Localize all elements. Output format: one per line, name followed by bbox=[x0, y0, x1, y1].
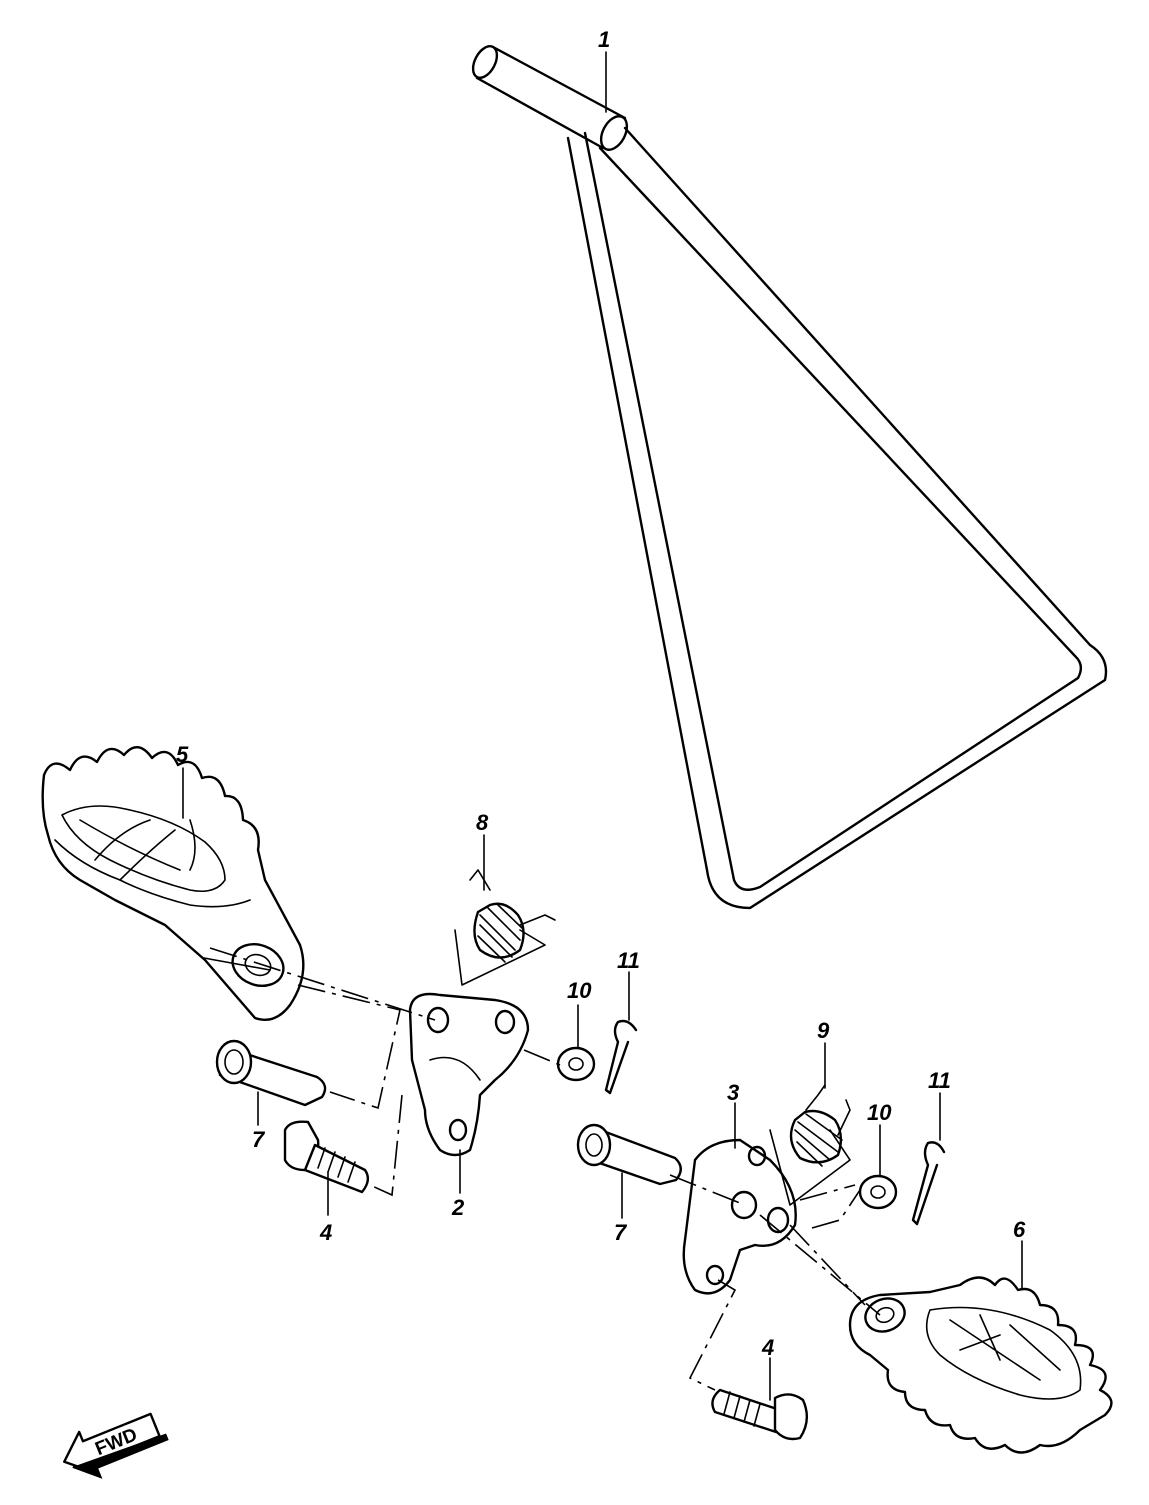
spring-part-9 bbox=[769, 1084, 851, 1206]
callout-3: 3 bbox=[727, 1080, 739, 1105]
footrest-part-6 bbox=[848, 1276, 1113, 1454]
callout-4-right: 4 bbox=[761, 1335, 774, 1360]
callout-11-left: 11 bbox=[617, 948, 640, 973]
bolt-part-4-right bbox=[711, 1388, 808, 1441]
washer-part-10-right bbox=[858, 1174, 898, 1210]
callout-4-left: 4 bbox=[319, 1220, 332, 1245]
callout-11-right: 11 bbox=[928, 1068, 951, 1093]
callout-8: 8 bbox=[476, 810, 489, 835]
kickstand-part-1 bbox=[471, 45, 1108, 910]
washer-part-10-left bbox=[556, 1046, 596, 1082]
callout-7-right: 7 bbox=[614, 1220, 628, 1245]
forward-direction-arrow: FWD bbox=[63, 1412, 169, 1479]
callout-10-right: 10 bbox=[867, 1100, 892, 1125]
center-lines bbox=[209, 947, 881, 1391]
pin-part-7-left bbox=[215, 1039, 327, 1107]
callout-2: 2 bbox=[451, 1195, 465, 1220]
callout-9: 9 bbox=[817, 1018, 830, 1043]
bracket-part-2 bbox=[408, 992, 530, 1157]
callout-7-left: 7 bbox=[252, 1127, 266, 1152]
pin-part-7-right bbox=[576, 1123, 682, 1186]
callout-1: 1 bbox=[598, 27, 610, 52]
callout-10-left: 10 bbox=[567, 978, 592, 1003]
callout-labels: 1 2 3 4 4 5 6 7 7 8 9 10 10 11 11 bbox=[176, 27, 1026, 1360]
cotter-pin-part-11-left bbox=[604, 1019, 638, 1095]
callout-5: 5 bbox=[176, 742, 189, 767]
bolt-part-4-left bbox=[283, 1120, 370, 1194]
footrest-part-5 bbox=[41, 746, 305, 1022]
callout-6: 6 bbox=[1013, 1217, 1026, 1242]
leader-lines bbox=[182, 51, 1023, 1401]
cotter-pin-part-11-right bbox=[911, 1141, 946, 1226]
spring-part-8 bbox=[454, 869, 556, 986]
bracket-part-3 bbox=[682, 1138, 797, 1295]
